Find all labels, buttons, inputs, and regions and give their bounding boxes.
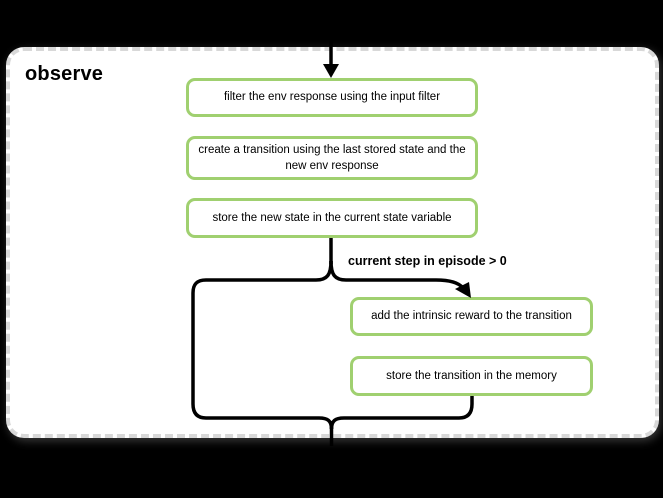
step-store-transition-memory: store the transition in the memory [350, 356, 593, 396]
step-create-transition: create a transition using the last store… [186, 136, 478, 180]
condition-label: current step in episode > 0 [348, 254, 507, 268]
step-label: create a transition using the last store… [198, 143, 466, 172]
step-store-new-state: store the new state in the current state… [186, 198, 478, 238]
step-add-intrinsic-reward: add the intrinsic reward to the transiti… [350, 297, 593, 336]
panel-title: observe [25, 63, 104, 85]
step-label: filter the env response using the input … [223, 91, 441, 104]
step-label: add the intrinsic reward to the transiti… [371, 310, 572, 323]
step-filter-env-response: filter the env response using the input … [186, 78, 478, 117]
step-label: store the new state in the current state… [212, 211, 452, 224]
step-label: store the transition in the memory [386, 369, 557, 382]
